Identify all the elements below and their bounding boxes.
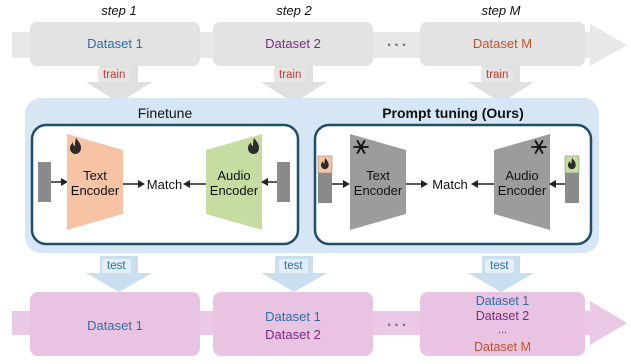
ft-audio-encoder [206, 134, 262, 230]
test-box-1 [30, 292, 200, 356]
pt-audio-input [565, 173, 579, 203]
pt-audio-encoder-label: Audio Encoder [497, 168, 547, 198]
train-dataset-2: Dataset 2 [265, 36, 321, 51]
train-box-2 [213, 22, 373, 66]
train-label-m: train [481, 68, 514, 82]
ft-audio-input [277, 162, 290, 202]
test-set-m-item: Dataset 1 [475, 294, 530, 308]
test-ellipsis: ... [386, 313, 410, 330]
ft-text-input [38, 162, 51, 202]
train-label-2: train [274, 68, 307, 82]
train-box-m [420, 22, 585, 66]
test-label-m: test [485, 259, 514, 273]
train-ellipsis: ... [386, 33, 410, 50]
test-set-2-item: Dataset 2 [265, 327, 321, 342]
ft-text-encoder [67, 134, 123, 230]
flame-icon [568, 158, 576, 170]
train-dataset-m: Dataset M [472, 36, 533, 51]
train-box-1 [30, 22, 200, 66]
step-label-2: step 2 [276, 3, 312, 18]
flame-icon [70, 138, 81, 154]
test-arrow-m [468, 256, 534, 292]
ft-text-encoder-label: Text Encoder [70, 168, 120, 198]
ft-audio-encoder-label: Audio Encoder [209, 168, 259, 198]
test-arrow-2 [261, 256, 327, 292]
test-set-1-item: Dataset 1 [87, 318, 143, 333]
pt-audio-encoder [494, 134, 550, 230]
train-dataset-1: Dataset 1 [87, 36, 143, 51]
flame-icon [248, 138, 259, 154]
test-label-1: test [102, 259, 131, 273]
ft-match-label: Match [146, 177, 183, 192]
test-box-m [420, 292, 585, 356]
finetune-title: Finetune [137, 105, 193, 121]
snowflake-icon [531, 140, 547, 154]
prompt-tuning-title: Prompt tuning (Ours) [382, 105, 524, 121]
test-box-2 [213, 292, 373, 356]
pt-text-input [318, 173, 332, 203]
pt-match-label: Match [432, 177, 468, 192]
test-set-m-item: Dataset 2 [475, 309, 530, 323]
flame-icon [321, 158, 329, 170]
pt-text-encoder [350, 134, 406, 230]
test-set-m-ellipsis: ... [497, 324, 508, 336]
step-label-1: step 1 [101, 3, 137, 18]
pt-text-encoder-label: Text Encoder [353, 168, 403, 198]
test-label-2: test [279, 259, 308, 273]
test-set-m-item: Dataset M [474, 340, 531, 354]
snowflake-icon [353, 140, 369, 154]
step-label-m: step M [481, 3, 521, 18]
train-label-1: train [98, 68, 131, 82]
test-set-2-item: Dataset 1 [265, 309, 321, 324]
